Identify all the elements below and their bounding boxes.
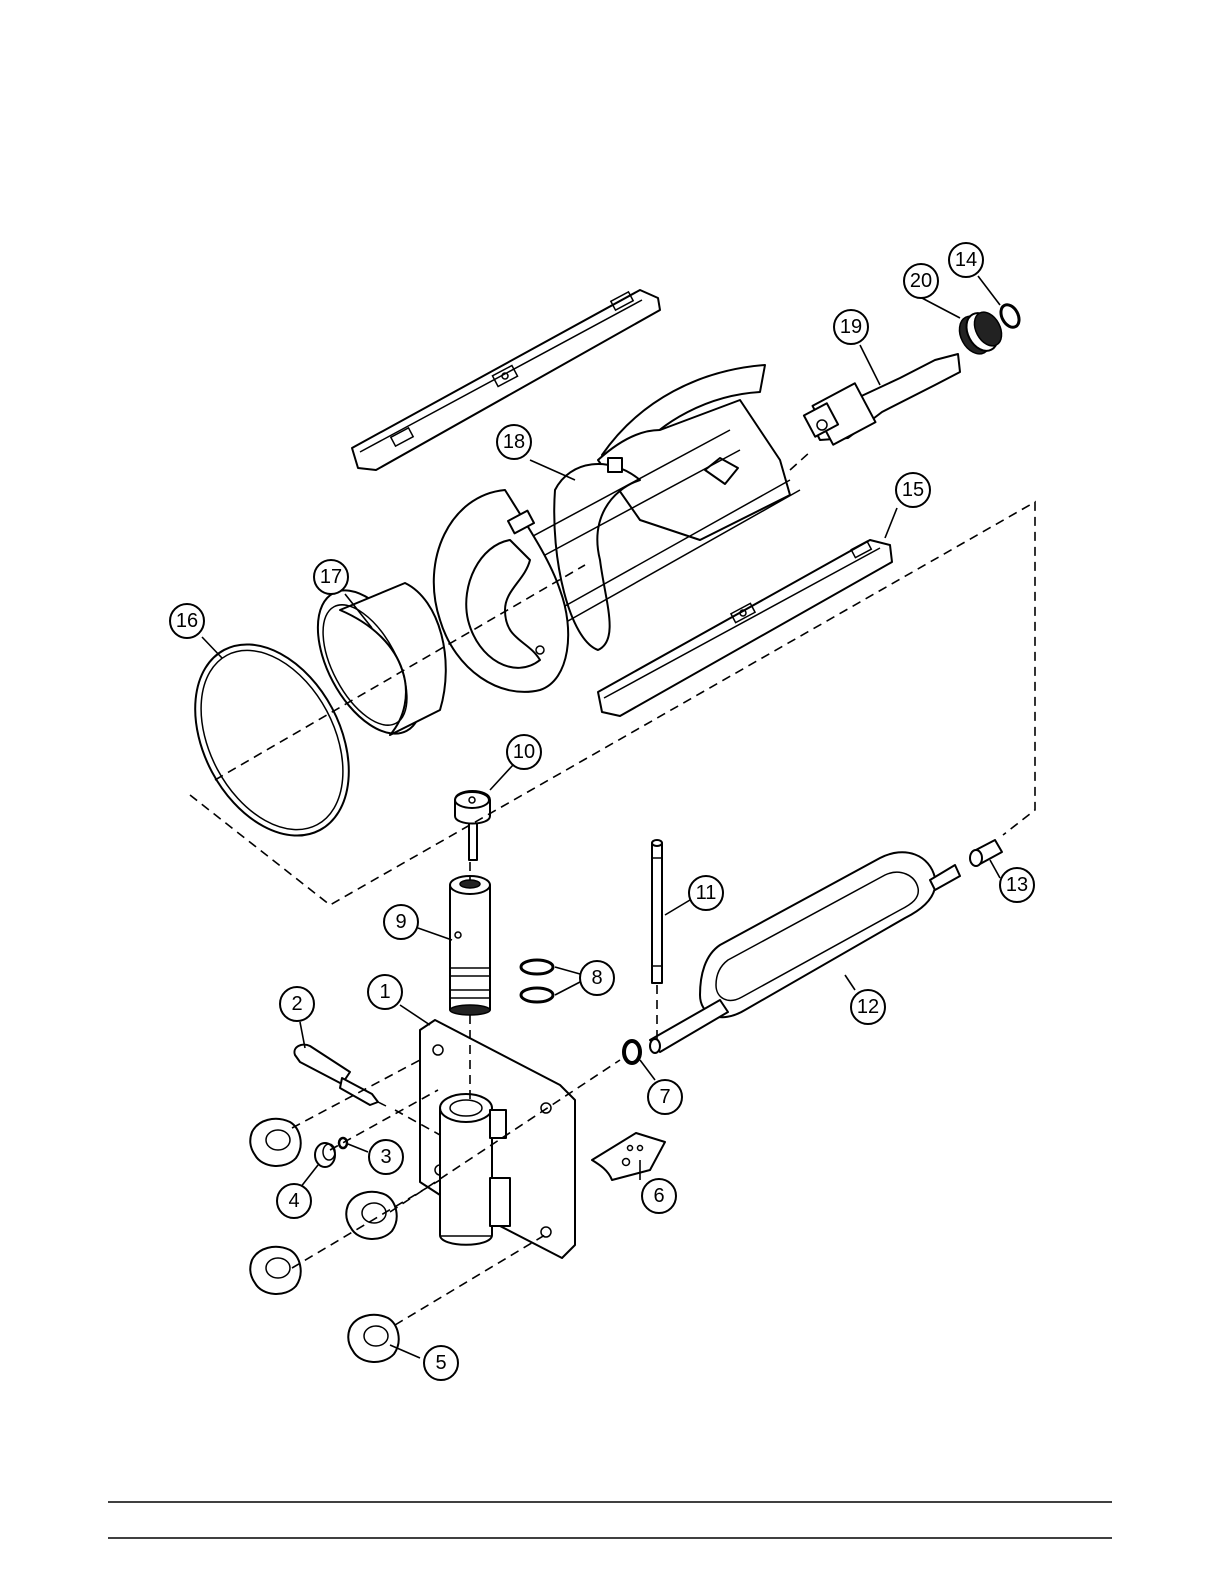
callout-14: 14 [949,243,983,277]
callout-14-label: 14 [955,249,977,271]
callout-3: 3 [369,1140,403,1174]
callout-16-label: 16 [176,610,198,632]
callout-11-label: 11 [696,882,717,904]
part-4-knob [315,1143,335,1167]
callout-7-label: 7 [659,1086,670,1108]
callout-19-label: 19 [840,316,862,338]
callout-17: 17 [314,560,348,594]
callout-4: 4 [277,1184,311,1218]
callout-6-label: 6 [653,1185,664,1207]
callout-10: 10 [507,735,541,769]
part-20-spring [953,307,1007,359]
part-19-shaft [804,354,960,445]
callout-17-label: 17 [320,566,342,588]
callout-4-label: 4 [288,1190,299,1212]
part-2-pin [294,1045,386,1106]
part-11-pin [652,840,662,983]
callout-9: 9 [384,905,418,939]
part-5-star-knob-middle [346,1192,396,1239]
callout-5: 5 [424,1346,458,1380]
callout-2-label: 2 [291,993,302,1015]
callout-20-label: 20 [910,270,932,292]
callout-8: 8 [580,961,614,995]
callout-18-label: 18 [503,431,525,453]
callout-2: 2 [280,987,314,1021]
part-15-slide-rail [598,540,892,716]
callout-3-label: 3 [380,1146,391,1168]
callout-11: 11 [689,876,723,910]
part-14-ring [997,302,1022,331]
callout-5-label: 5 [435,1352,446,1374]
callout-12: 12 [851,990,885,1024]
callout-13: 13 [1000,868,1034,902]
callout-10-label: 10 [513,741,535,763]
callout-7: 7 [648,1080,682,1114]
part-9-spindle [450,876,490,1015]
part-1-mounting-plate [420,1020,575,1258]
callout-8-label: 8 [591,967,602,989]
part-8-o-rings [521,960,553,1002]
part-13-bushing [970,840,1002,866]
part-7-washer [624,1041,640,1063]
part-6-clip [592,1133,665,1180]
callout-13-label: 13 [1006,874,1028,896]
part-5-star-knob-upper-left [250,1119,300,1166]
callout-1: 1 [368,975,402,1009]
callout-16: 16 [170,604,204,638]
callout-15-label: 15 [902,479,924,501]
callout-1-label: 1 [379,981,390,1003]
callout-9-label: 9 [395,911,406,933]
part-10-screw [455,791,490,860]
callout-6: 6 [642,1179,676,1213]
callout-18: 18 [497,425,531,459]
callout-19: 19 [834,310,868,344]
part-5-star-knob-lower-left [250,1247,300,1294]
callout-15: 15 [896,473,930,507]
callout-12-label: 12 [857,996,879,1018]
part-flange-plate [434,490,568,692]
part-5-star-knob-bottom [348,1315,398,1362]
part-3-o-ring [339,1138,347,1148]
callout-20: 20 [904,264,938,298]
